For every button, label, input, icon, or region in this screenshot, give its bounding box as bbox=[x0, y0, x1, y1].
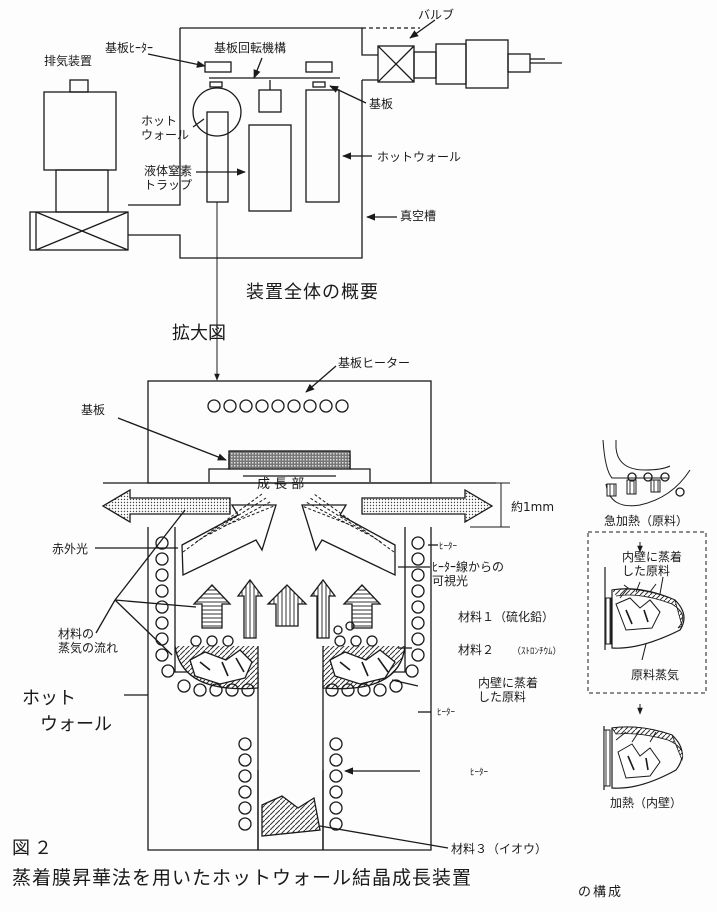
label-rapid-heating: 急加熱（原料） bbox=[604, 514, 689, 528]
label-hot-wall: ホット ウォール bbox=[22, 688, 112, 735]
source-cylinder-4 bbox=[507, 53, 531, 73]
hot-wall-left-tube bbox=[206, 111, 229, 203]
vacuum-chamber-outline bbox=[128, 27, 378, 259]
substrate-heater-coils bbox=[207, 399, 349, 413]
stage2-crucible bbox=[611, 588, 685, 649]
label-substrate: 基板 bbox=[81, 403, 106, 417]
label-infrared: 赤外光 bbox=[52, 542, 89, 556]
label-inner-wall: 内壁に蒸着 した原料 bbox=[478, 676, 539, 704]
label-material-vapor: 原料蒸気 bbox=[631, 668, 680, 682]
material1-balls bbox=[190, 635, 378, 647]
hot-wall-right-tube bbox=[305, 89, 340, 203]
label-visible-light: ﾋｰﾀｰ線からの 可視光 bbox=[432, 560, 505, 588]
infrared-rays-left bbox=[182, 493, 275, 553]
label-heating-inner: 加熱（内壁） bbox=[610, 796, 683, 810]
vapor-arrow-4 bbox=[309, 578, 337, 639]
label-ln2-trap: 液体窒素 トラップ bbox=[144, 164, 193, 192]
label-hot-wall-left: ホット ウォール bbox=[141, 114, 190, 142]
substrate-holder-right bbox=[312, 81, 326, 88]
vapor-arrow-2 bbox=[236, 578, 264, 639]
label-substrate-heater-top: 基板ﾋｰﾀｰ bbox=[105, 41, 154, 55]
label-heater-mid: ﾋｰﾀｰ bbox=[437, 708, 456, 718]
substrate-holder-left bbox=[209, 81, 223, 88]
label-material3: 材料３（イオウ） bbox=[451, 842, 548, 856]
label-rotation: 基板回転機構 bbox=[214, 41, 287, 55]
vapor-arrow-1 bbox=[192, 584, 232, 629]
material3-crystals bbox=[261, 795, 321, 837]
material2-balls bbox=[333, 621, 355, 635]
substrate-block bbox=[228, 450, 351, 470]
ln2-trap bbox=[248, 124, 292, 212]
substrate-heater-right bbox=[305, 61, 333, 73]
label-gap: 約1mm bbox=[511, 500, 555, 514]
label-heater-bottom: ﾋｰﾀｰ bbox=[470, 768, 489, 778]
stage2-dashed-box bbox=[587, 531, 707, 694]
hot-wall-heater-coils-right bbox=[325, 536, 425, 697]
hot-wall-outer-shell bbox=[147, 527, 432, 851]
label-growth-zone: 成 長 部 bbox=[257, 477, 305, 492]
label-substrate-top: 基板 bbox=[369, 97, 394, 111]
figure-number: 図２ bbox=[12, 838, 56, 859]
exhaust-pump-cap bbox=[69, 79, 89, 93]
label-valve: バルブ bbox=[418, 8, 455, 22]
exhaust-pump-body bbox=[55, 169, 109, 213]
source-cylinder-1 bbox=[413, 51, 437, 79]
hot-wall-heater-coils-left bbox=[155, 536, 255, 697]
figure-caption-line1: 蒸着膜昇華法を用いたホットウォール結晶成長装置 bbox=[12, 867, 473, 889]
material3-well bbox=[257, 770, 324, 850]
stage1-wall bbox=[602, 439, 668, 479]
infrared-rays-right bbox=[301, 493, 395, 553]
hot-wall-circle bbox=[192, 87, 242, 137]
material3-heater-coils bbox=[238, 737, 343, 831]
light-arrow-left bbox=[181, 504, 277, 577]
source-cylinder-3 bbox=[465, 39, 509, 89]
label-exhaust: 排気装置 bbox=[44, 54, 93, 68]
exhaust-valve-icon bbox=[29, 211, 129, 251]
label-material1: 材料１（硫化鉛） bbox=[458, 610, 555, 624]
label-heater-top: ﾋｰﾀｰ bbox=[439, 542, 458, 552]
label-material2: 材料２ bbox=[458, 643, 495, 657]
valve-icon bbox=[377, 45, 415, 83]
rotation-motor bbox=[258, 89, 282, 113]
enlarged-title: 拡大図 bbox=[172, 323, 226, 344]
label-substrate-heater: 基板ヒーター bbox=[338, 356, 411, 370]
substrate-heater-left bbox=[204, 61, 232, 73]
overview-title: 装置全体の概要 bbox=[246, 282, 379, 303]
label-hot-wall-right: ホットウォール bbox=[377, 150, 462, 164]
label-inner-wall-material: 内壁に蒸着 した原料 bbox=[622, 550, 683, 578]
label-material2-sub: （ｽﾄﾛﾝﾁｳﾑ） bbox=[512, 647, 562, 657]
figure-caption-line2: の構成 bbox=[578, 885, 624, 900]
label-vapor-flow: 材料の 蒸気の流れ bbox=[58, 627, 119, 655]
vapor-arrow-3 bbox=[266, 584, 308, 627]
source-cylinder-2 bbox=[435, 43, 467, 85]
vapor-exhaust-arrow-right bbox=[361, 488, 494, 524]
stage1-crucible bbox=[605, 469, 691, 507]
vapor-arrow-5 bbox=[342, 584, 382, 629]
label-vacuum-chamber: 真空槽 bbox=[400, 209, 437, 223]
exhaust-pump-top bbox=[43, 91, 117, 171]
light-arrow-right bbox=[301, 504, 396, 577]
vapor-exhaust-arrow-left bbox=[101, 488, 231, 524]
